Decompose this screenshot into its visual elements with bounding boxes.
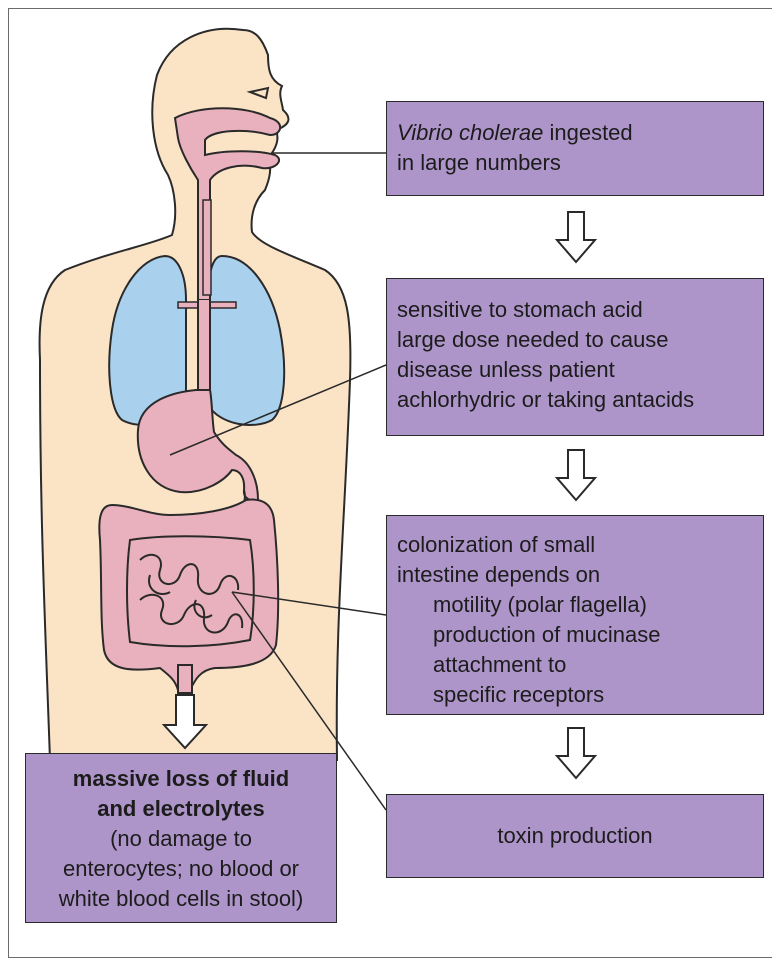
pathogen-name: Vibrio cholerae	[397, 120, 543, 145]
ingestion-box: Vibrio cholerae ingested in large number…	[386, 101, 764, 196]
outcome-heading: and electrolytes	[30, 794, 332, 824]
rectum	[178, 665, 192, 693]
esophagus	[198, 300, 210, 395]
trachea	[203, 200, 211, 295]
toxin-label: toxin production	[497, 821, 652, 851]
colonization-factor: production of mucinase	[397, 620, 753, 650]
down-arrow-icon	[557, 212, 595, 262]
down-arrow-icon	[557, 450, 595, 500]
acid-line: sensitive to stomach acid	[397, 295, 753, 325]
outcome-line: white blood cells in stool)	[30, 884, 332, 914]
ingest-text: ingested	[543, 120, 632, 145]
colonization-box: colonization of small intestine depends …	[386, 515, 764, 715]
outcome-heading: massive loss of fluid	[30, 764, 332, 794]
stomach-acid-box: sensitive to stomach acid large dose nee…	[386, 278, 764, 436]
colonization-factor: attachment to	[397, 650, 753, 680]
acid-line: large dose needed to cause	[397, 325, 753, 355]
small-intestine	[127, 536, 254, 646]
toxin-box: toxin production	[386, 794, 764, 878]
colonization-line: colonization of small	[397, 530, 753, 560]
outcome-line: enterocytes; no blood or	[30, 854, 332, 884]
colonization-line: intestine depends on	[397, 560, 753, 590]
colonization-factor: motility (polar flagella)	[397, 590, 753, 620]
acid-line: achlorhydric or taking antacids	[397, 385, 753, 415]
outcome-line: (no damage to	[30, 824, 332, 854]
ingest-line-2: in large numbers	[397, 148, 753, 178]
colonization-factor: specific receptors	[397, 680, 753, 710]
down-arrow-icon	[557, 728, 595, 778]
outcome-box: massive loss of fluid and electrolytes (…	[25, 753, 337, 923]
acid-line: disease unless patient	[397, 355, 753, 385]
